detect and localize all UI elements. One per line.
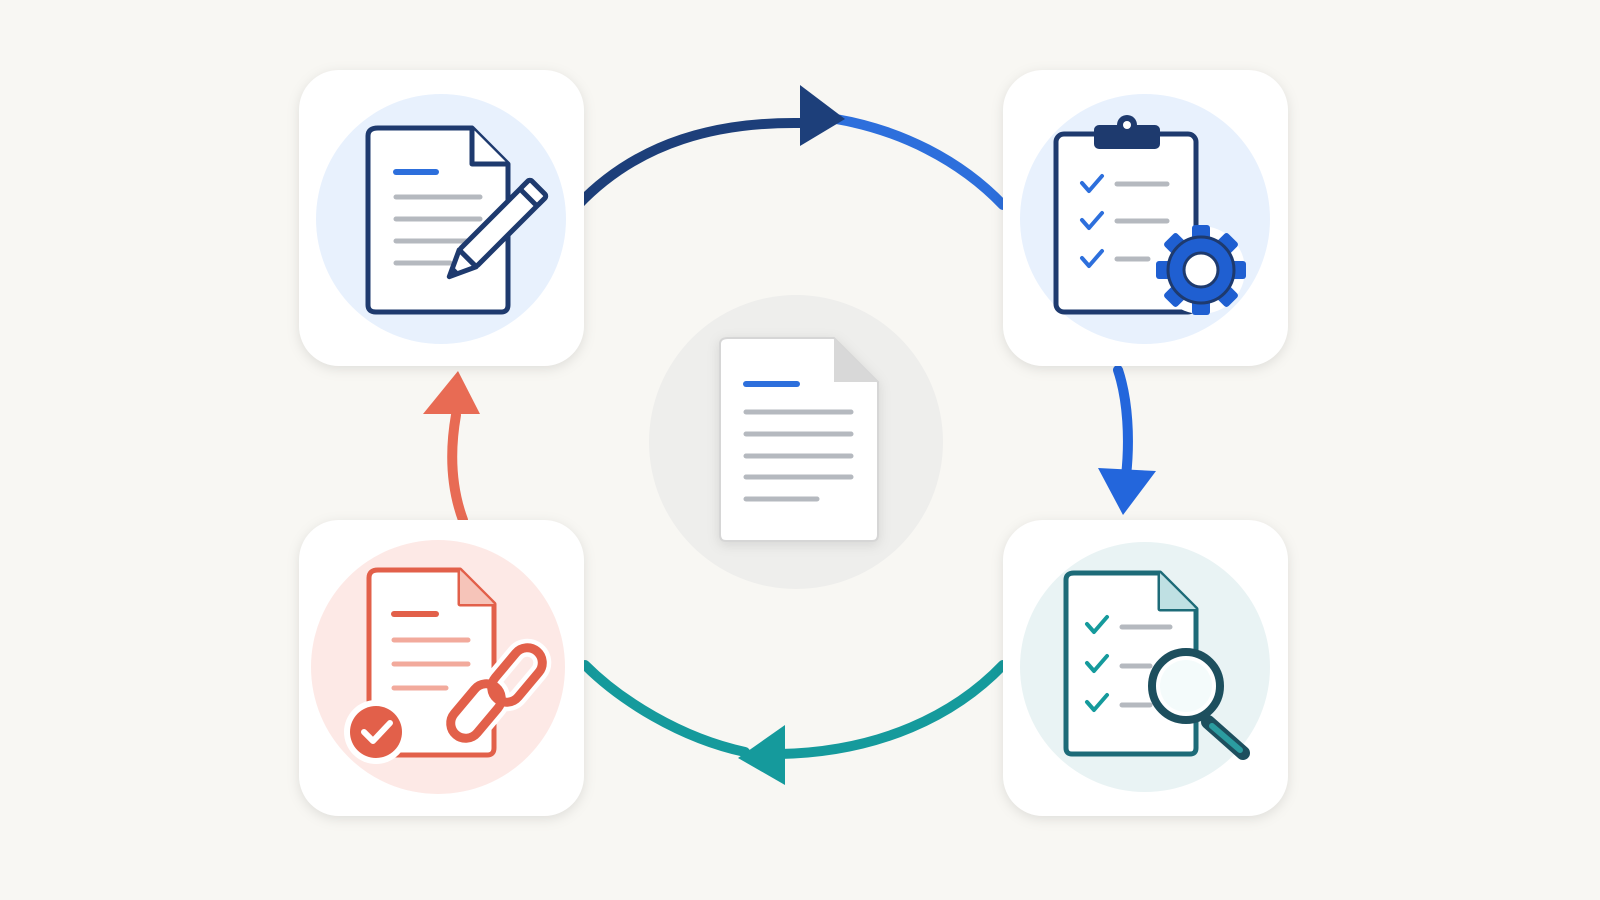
magnifier-icon: [1148, 648, 1250, 760]
connector-step1-to-step2: [573, 85, 1008, 210]
gear-icon: [1156, 225, 1246, 315]
center-node: [649, 295, 943, 589]
connector-step4-to-step1: [423, 371, 480, 525]
clipboard-settings-icon: [1053, 115, 1246, 315]
connector-step2-to-step3: [1098, 365, 1156, 515]
center-document-icon: [719, 337, 879, 542]
step-card-clipboard-settings: [1003, 70, 1288, 366]
step-card-document-edit: [299, 70, 584, 366]
arrowhead-left-icon: [738, 725, 785, 785]
step-card-document-review: [1003, 520, 1288, 816]
connector-step3-to-step4: [580, 660, 1008, 785]
step-card-document-link-approved: [299, 520, 584, 816]
document-review-icon: [1063, 570, 1250, 760]
link-chain-icon: [441, 638, 552, 748]
arrowhead-right-icon: [800, 85, 845, 146]
pencil-icon: [446, 177, 549, 280]
arrowhead-up-icon: [423, 371, 480, 414]
check-badge-icon: [344, 700, 408, 764]
document-link-approved-icon: [344, 567, 552, 764]
document-edit-icon: [365, 125, 549, 315]
arrowhead-down-icon: [1098, 468, 1156, 515]
